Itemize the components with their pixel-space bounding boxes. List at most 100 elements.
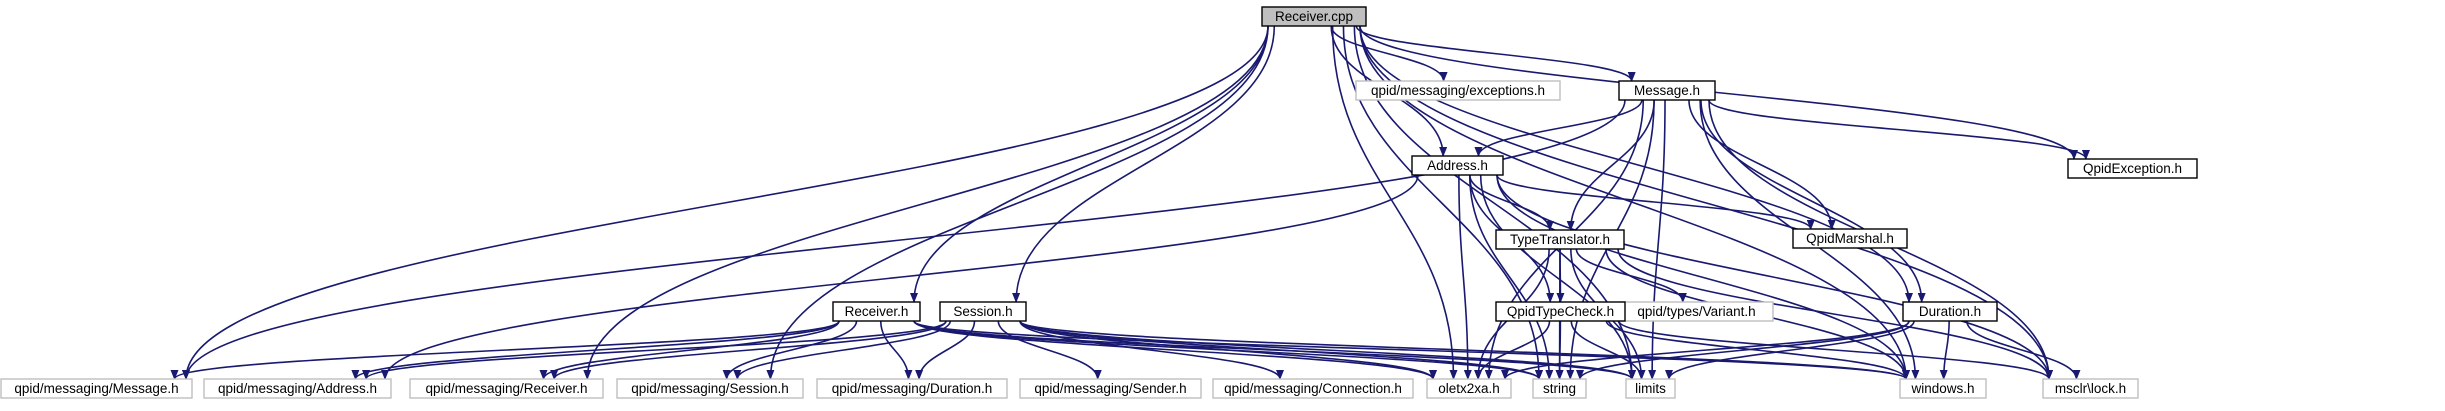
node-label: Receiver.h — [845, 304, 909, 319]
edge-session_h-to-limits — [1019, 320, 1636, 380]
node-m-connection-h: qpid/messaging/Connection.h — [1212, 378, 1414, 399]
edge-qpidtypecheck_h-to-string — [1555, 320, 1564, 380]
node-label: qpid/messaging/Sender.h — [1034, 381, 1186, 396]
edge-qpidtypecheck_h-to-limits — [1570, 320, 1646, 380]
edge-address_h-to-msclrlock_h — [1496, 174, 2053, 380]
node-box — [2067, 158, 2198, 179]
edge-receiver_h-to-m_duration_h — [879, 320, 913, 380]
edge-address_h-to-m_address_h — [381, 174, 1419, 380]
edge-session_h-to-string — [1019, 320, 1543, 380]
node-box — [1899, 378, 1987, 399]
node-label: qpid/messaging/Receiver.h — [425, 381, 587, 396]
edge-session_h-to-m_duration_h — [915, 320, 976, 380]
edge-receiver_cpp-to-m_session_h — [766, 25, 1269, 380]
edge-receiver_cpp-to-oletx2xa_h — [1331, 25, 1458, 380]
node-box — [616, 378, 804, 399]
node-label: QpidTypeCheck.h — [1507, 304, 1614, 319]
node-duration-h[interactable]: Duration.h — [1902, 301, 1998, 322]
node-label: qpid/messaging/Connection.h — [1224, 381, 1402, 396]
edge-receiver_cpp-to-duration_h — [1359, 25, 1913, 303]
node-box — [1495, 301, 1626, 322]
node-session-h[interactable]: Session.h — [939, 301, 1027, 322]
node-box — [1495, 229, 1625, 250]
node-qpidexception-h[interactable]: QpidException.h — [2067, 158, 2198, 179]
edge-receiver_cpp-to-message_h — [1355, 25, 1636, 82]
node-label: qpid/messaging/Session.h — [631, 381, 789, 396]
node-qpidtypecheck-h[interactable]: QpidTypeCheck.h — [1495, 301, 1626, 322]
node-string: string — [1532, 378, 1587, 399]
node-label: string — [1543, 381, 1576, 396]
node-oletx2xa-h: oletx2xa.h — [1426, 378, 1512, 399]
node-message-h[interactable]: Message.h — [1618, 80, 1716, 101]
node-box — [1792, 228, 1908, 249]
edge-session_h-to-oletx2xa_h — [1019, 320, 1437, 380]
node-receiver-h[interactable]: Receiver.h — [832, 301, 921, 322]
node-variant-h: qpid/types/Variant.h — [1619, 301, 1774, 322]
node-box — [1618, 80, 1716, 101]
node-box — [1019, 378, 1202, 399]
node-label: qpid/messaging/Duration.h — [832, 381, 993, 396]
node-box — [832, 301, 921, 322]
node-receiver-cpp[interactable]: Receiver.cpp — [1261, 6, 1367, 27]
node-box — [1902, 301, 1998, 322]
edge-session_h-to-m_receiver_h — [550, 320, 947, 380]
edge-duration_h-to-oletx2xa_h — [1501, 320, 1910, 380]
node-qpidmarshal-h[interactable]: QpidMarshal.h — [1792, 228, 1908, 249]
edge-receiver_cpp-to-m_receiver_h — [583, 25, 1269, 380]
node-address-h[interactable]: Address.h — [1411, 155, 1504, 176]
node-box — [1625, 378, 1676, 399]
edge-qpidtypecheck_h-to-msclrlock_h — [1618, 320, 2053, 380]
node-m-session-h: qpid/messaging/Session.h — [616, 378, 804, 399]
node-box — [1261, 6, 1367, 27]
node-m-address-h: qpid/messaging/Address.h — [203, 378, 392, 399]
node-label: TypeTranslator.h — [1510, 232, 1610, 247]
edge-typetranslator_h-to-msclrlock_h — [1617, 248, 2053, 380]
edge-message_h-to-limits — [1648, 99, 1666, 380]
edge-receiver_cpp-to-receiver_h — [910, 25, 1269, 303]
edge-receiver_cpp-to-session_h — [1012, 25, 1276, 303]
node-label: Receiver.cpp — [1275, 9, 1353, 24]
node-typetranslator-h[interactable]: TypeTranslator.h — [1495, 229, 1625, 250]
node-box — [816, 378, 1008, 399]
node-m-receiver-h: qpid/messaging/Receiver.h — [409, 378, 604, 399]
edge-session_h-to-m_address_h — [362, 320, 947, 380]
edge-receiver_h-to-m_session_h — [722, 320, 858, 380]
edge-message_h-to-duration_h — [1700, 99, 1926, 303]
edge-address_h-to-string — [1468, 174, 1554, 380]
node-box — [1411, 155, 1504, 176]
edge-message_h-to-qpidexception_h — [1708, 99, 2090, 160]
edge-duration_h-to-msclrlock_h — [1966, 320, 2081, 380]
node-label: oletx2xa.h — [1438, 381, 1500, 396]
node-box — [1426, 378, 1512, 399]
node-box — [1212, 378, 1414, 399]
node-box — [409, 378, 604, 399]
edge-receiver_cpp-to-qpidexception_h — [1359, 25, 2078, 160]
edge-receiver_h-to-m_address_h — [351, 320, 840, 380]
node-label: qpid/messaging/Message.h — [14, 381, 178, 396]
node-label: qpid/messaging/exceptions.h — [1371, 83, 1545, 98]
edge-qpidtypecheck_h-to-oletx2xa_h — [1474, 320, 1551, 380]
node-label: Message.h — [1634, 83, 1700, 98]
node-windows-h: windows.h — [1899, 378, 1987, 399]
node-box — [0, 378, 193, 399]
edge-session_h-to-windows_h — [1019, 320, 1910, 380]
edge-session_h-to-m_session_h — [733, 320, 952, 380]
nodes-layer: Receiver.cpp qpid/messaging/exceptions.h M… — [0, 6, 2198, 399]
node-box — [1532, 378, 1587, 399]
edge-receiver_cpp-to-exceptions_h — [1330, 25, 1448, 82]
node-limits: limits — [1625, 378, 1676, 399]
node-box — [203, 378, 392, 399]
node-m-sender-h: qpid/messaging/Sender.h — [1019, 378, 1202, 399]
edge-session_h-to-m_connection_h — [1019, 320, 1284, 380]
edge-duration_h-to-limits — [1665, 320, 1915, 380]
edge-address_h-to-limits — [1479, 174, 1636, 380]
node-box — [939, 301, 1027, 322]
edge-address_h-to-oletx2xa_h — [1458, 174, 1472, 380]
edge-qpidtypecheck_h-to-windows_h — [1605, 320, 1910, 380]
node-label: qpid/messaging/Address.h — [218, 381, 377, 396]
edge-message_h-to-qpidmarshal_h — [1688, 99, 1836, 230]
node-m-duration-h: qpid/messaging/Duration.h — [816, 378, 1008, 399]
edge-receiver_h-to-m_receiver_h — [539, 320, 840, 380]
node-label: Duration.h — [1919, 304, 1981, 319]
node-label: windows.h — [1910, 381, 1974, 396]
